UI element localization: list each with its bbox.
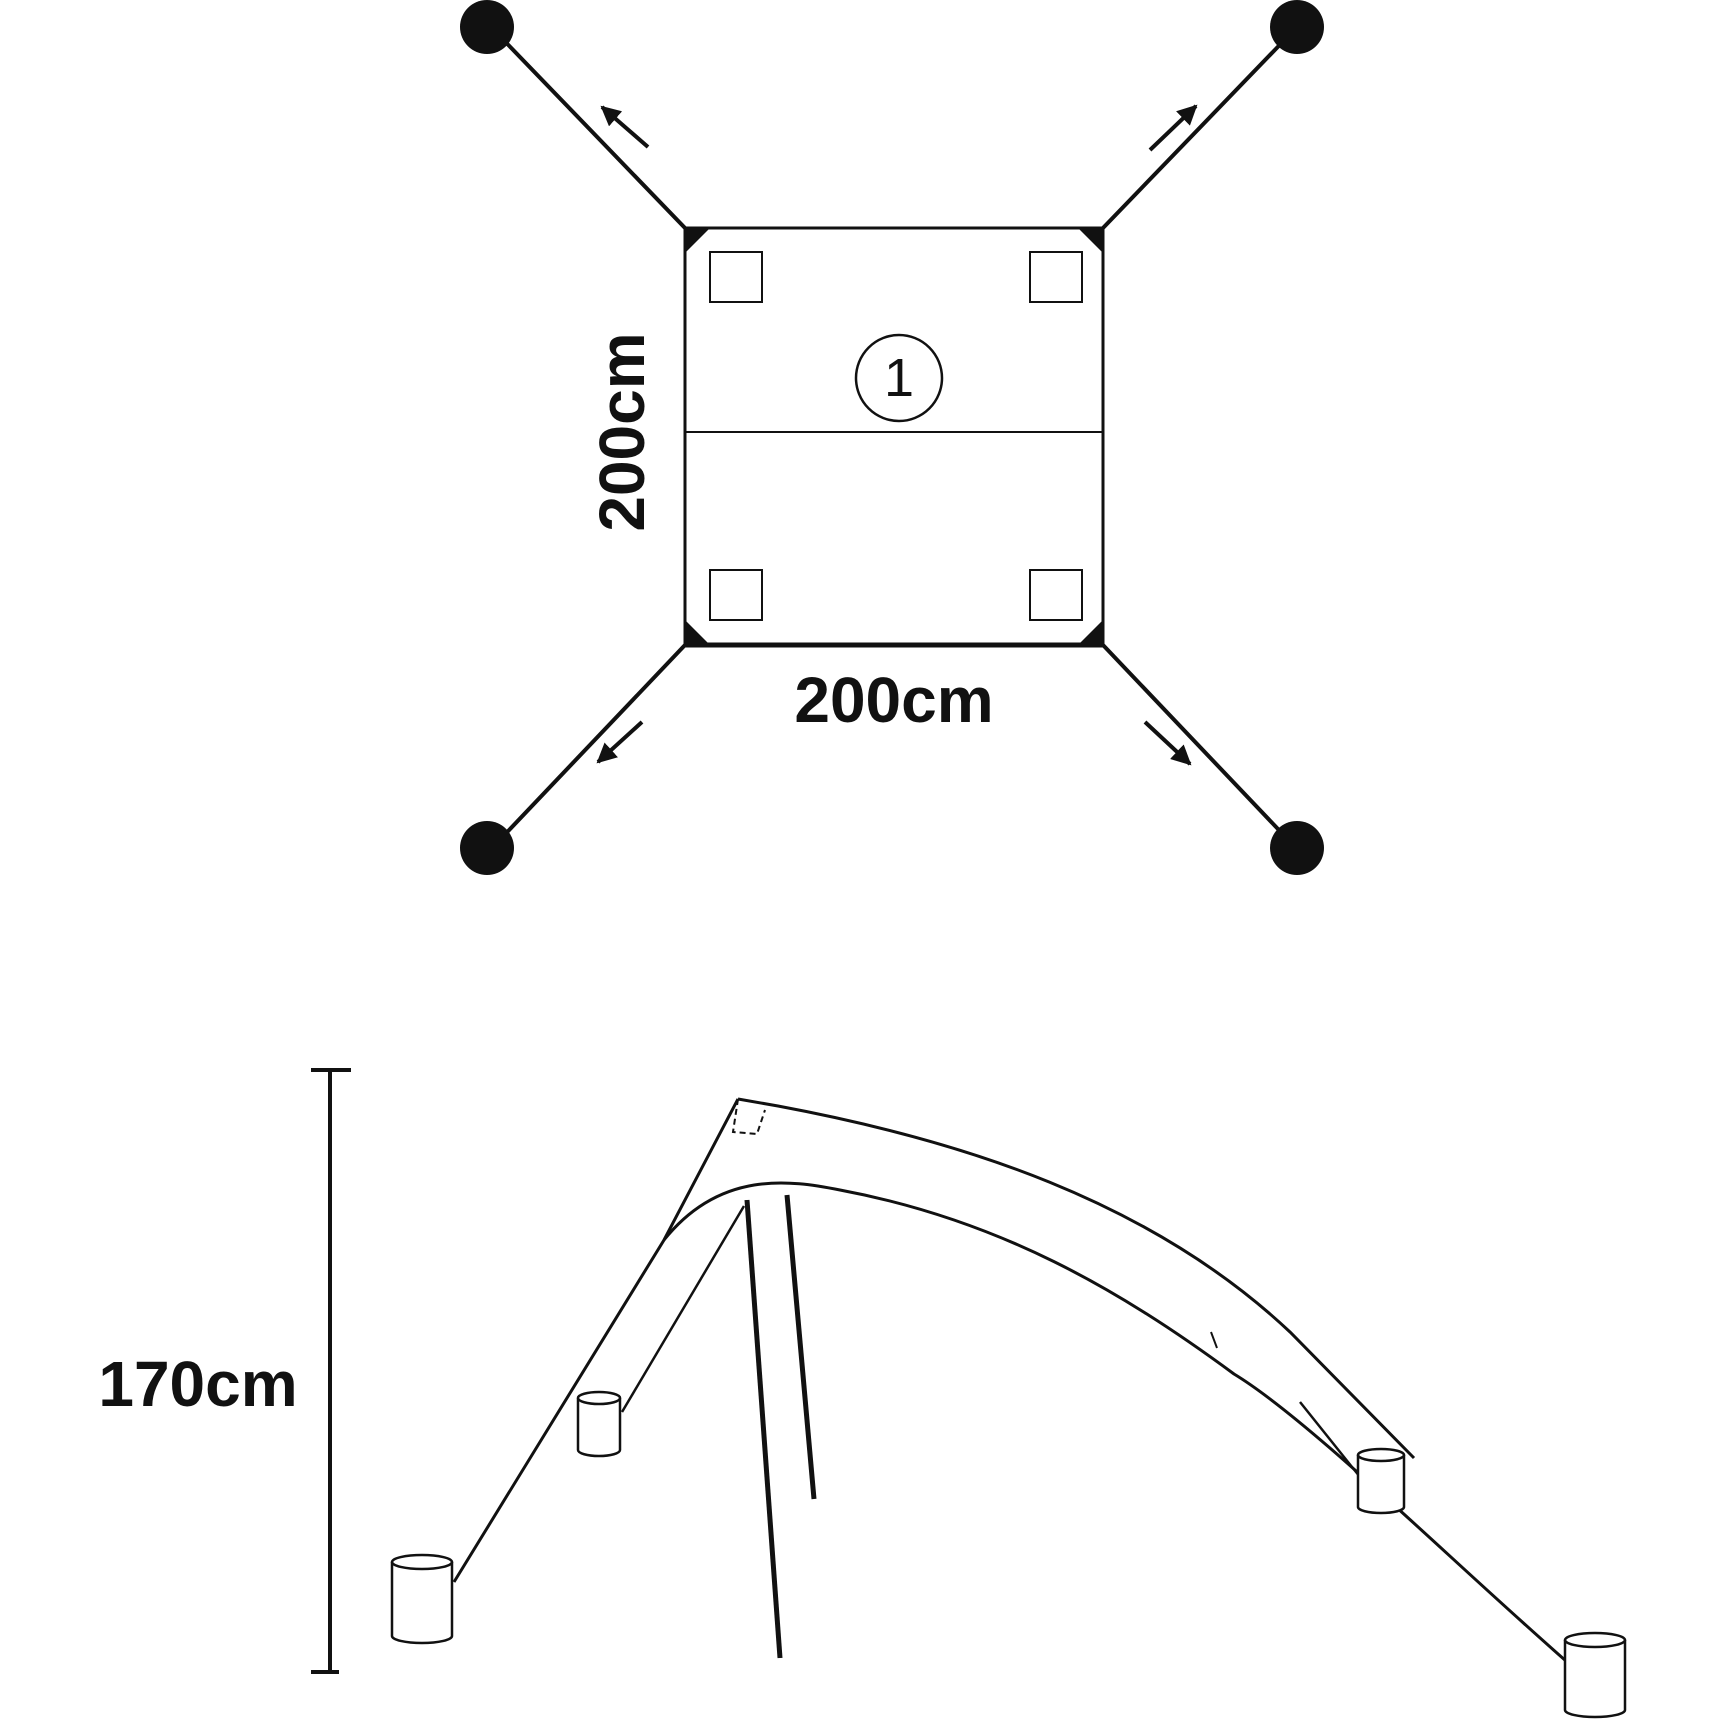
canopy-peak-detail [731, 1098, 766, 1136]
pole-front [744, 1199, 783, 1659]
width-dimension-label: 200cm [794, 664, 993, 736]
sandbags [390, 1390, 1627, 1719]
canopy-outline [683, 226, 1105, 647]
canopy-top: 1 [683, 226, 1105, 648]
canopy-outer-edge [737, 1097, 1416, 1460]
support-poles [744, 1194, 817, 1659]
arrow-bottom-right [1143, 720, 1192, 766]
top-view: 1 200cm 200cm [460, 0, 1324, 875]
anchor-bottom-right [1270, 821, 1324, 875]
arrow-top-left [600, 105, 650, 149]
corner-reinforcement-bottom-right [1078, 620, 1103, 645]
canopy-edge-tick [1210, 1331, 1218, 1349]
arrow-top-right [1148, 104, 1198, 152]
side-guy-lines [620, 1205, 1365, 1483]
canopy-side [452, 1097, 1575, 1670]
anchor-bottom-left [460, 821, 514, 875]
sandbag-front-right [1563, 1631, 1627, 1719]
panel-marker-circle [854, 333, 944, 423]
corner-reinforcement-top-left [685, 228, 710, 253]
tension-arrows [596, 104, 1198, 766]
guy-line-bottom-left [490, 643, 687, 850]
canopy-inner-edge [662, 1181, 1575, 1670]
corner-reinforcement-bottom-left [685, 620, 710, 645]
sandbag-back-left [576, 1390, 622, 1458]
guy-line-top-right [1101, 26, 1298, 230]
side-view: 170cm [98, 1068, 1627, 1719]
anchor-top-left [460, 0, 514, 54]
guy-line-bottom-right [1101, 643, 1298, 850]
canopy-front-ridge [452, 1098, 740, 1583]
sandbag-front-left [390, 1553, 454, 1645]
pole-back [784, 1194, 817, 1500]
side-guy-line-far-left [620, 1205, 746, 1413]
sand-pocket-top-left [709, 251, 763, 303]
guy-lines [490, 26, 1298, 850]
sandbag-back-right [1356, 1447, 1406, 1515]
height-dimension-label: 170cm [98, 1348, 297, 1420]
guy-line-top-left [490, 26, 687, 230]
height-dimension [311, 1068, 351, 1674]
anchor-points [460, 0, 1324, 875]
sand-pocket-bottom-right [1029, 569, 1083, 621]
anchor-top-right [1270, 0, 1324, 54]
depth-dimension-label: 200cm [586, 332, 658, 531]
corner-reinforcement-top-right [1078, 228, 1103, 253]
arrow-bottom-left [596, 720, 644, 764]
sand-pocket-top-right [1029, 251, 1083, 303]
sand-pocket-bottom-left [709, 569, 763, 621]
panel-marker-number: 1 [884, 348, 914, 408]
